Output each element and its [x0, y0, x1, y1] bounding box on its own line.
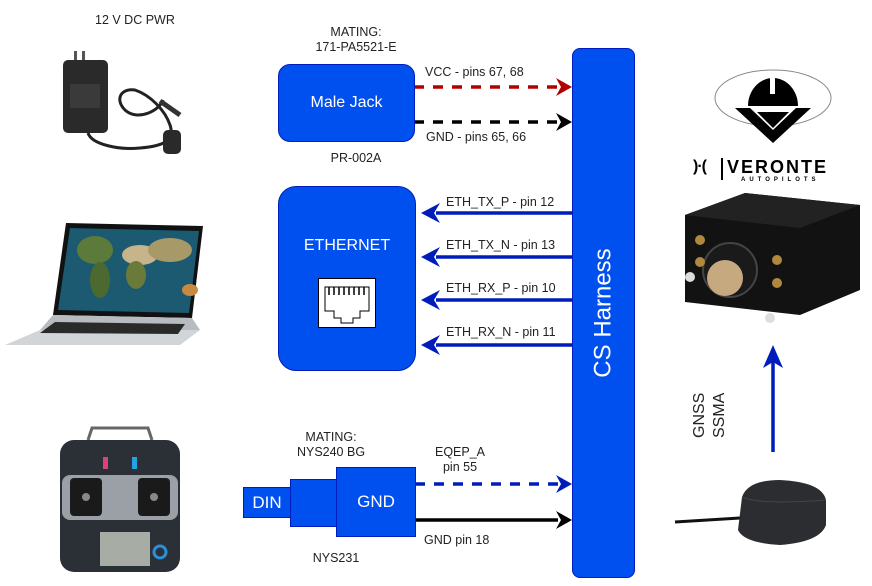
eqep-a-link — [415, 475, 572, 493]
vcc-label: VCC - pins 67, 68 — [425, 65, 524, 79]
eqep-a-label-line2: pin 55 — [442, 460, 478, 474]
gnd-power-arrowhead — [556, 113, 572, 131]
gnss-label-line1: GNSS — [691, 392, 708, 438]
gnd-connector[interactable]: GND — [336, 467, 416, 537]
radio-mating-part: NYS240 BG — [296, 445, 366, 459]
ethernet-label: ETHERNET — [303, 237, 391, 254]
embention-mark-icon: )·( — [693, 158, 707, 175]
power-mating-label: MATING: — [330, 25, 382, 39]
radio-part-number: NYS231 — [312, 551, 360, 565]
eqep-a-label-line1: EQEP_A — [434, 445, 486, 459]
eth-tx-n-label: ETH_TX_N - pin 13 — [446, 238, 556, 252]
gnd-radio-label: GND pin 18 — [424, 533, 490, 547]
brand-divider — [721, 158, 723, 180]
cs-harness-label: CS Harness — [589, 248, 617, 378]
eth-rx-p-label: ETH_RX_P - pin 10 — [446, 281, 556, 295]
autopilot-unit-image — [685, 193, 860, 323]
power-adapter-image — [63, 51, 182, 154]
male-jack-connector[interactable]: Male Jack — [278, 64, 415, 142]
din-plug[interactable]: DIN — [243, 487, 291, 518]
eth-rx-n-label: ETH_RX_N - pin 11 — [446, 325, 556, 339]
cs-harness-block[interactable]: CS Harness — [572, 48, 635, 578]
eth-tx-p-label: ETH_TX_P - pin 12 — [446, 195, 555, 209]
gnss-label-line2: SSMA — [711, 392, 728, 438]
gnd-connector-label: GND — [357, 492, 395, 511]
veronte-brand-logo: )·( VERONTE AUTOPILOTS — [693, 157, 853, 188]
din-adapter-body — [290, 479, 338, 527]
gnss-antenna-image — [674, 480, 827, 545]
eth-rx-n-link — [421, 335, 572, 355]
vcc-link — [414, 78, 572, 96]
din-label: DIN — [252, 492, 282, 512]
rc-transmitter-image — [60, 426, 180, 572]
power-mating-part: 171-PA5521-E — [315, 40, 397, 54]
eth-tx-n-link — [421, 247, 572, 267]
laptop-image — [5, 223, 203, 345]
veronte-emblem-logo — [714, 69, 832, 143]
power-supply-title: 12 V DC PWR — [95, 13, 175, 27]
brand-subtitle: AUTOPILOTS — [741, 177, 820, 183]
gnd-power-link — [414, 113, 572, 131]
vcc-arrowhead — [556, 78, 572, 96]
gnd-radio-link — [415, 511, 572, 529]
brand-name: VERONTE — [727, 157, 829, 177]
power-part-number: PR-002A — [330, 151, 382, 165]
gnd-power-label: GND - pins 65, 66 — [426, 130, 527, 144]
radio-mating-label: MATING: — [305, 430, 357, 444]
male-jack-label: Male Jack — [310, 94, 383, 111]
gnss-label: GNSS SSMA — [690, 368, 740, 438]
eth-tx-p-link — [421, 203, 572, 223]
eth-rx-p-link — [421, 290, 572, 310]
rj45-port-icon — [318, 278, 376, 328]
gnss-link — [763, 345, 783, 452]
